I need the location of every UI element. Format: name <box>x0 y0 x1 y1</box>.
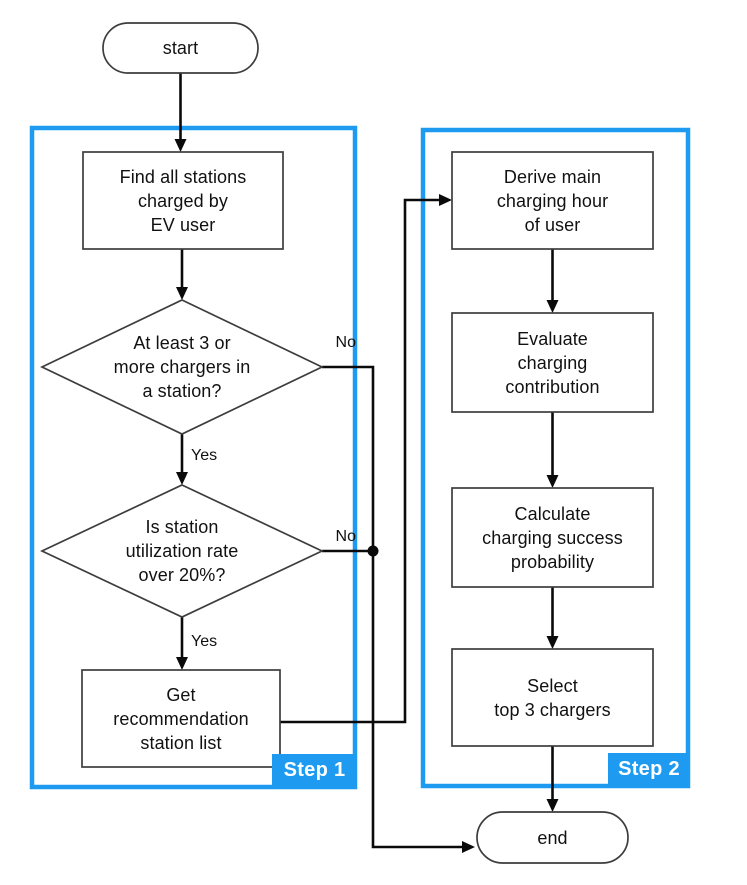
edge-no-bypass-to-end <box>322 365 463 849</box>
evaluate-contribution-shape <box>451 312 654 413</box>
derive-hour-shape <box>451 151 654 250</box>
utilization-decision-diamond <box>40 484 324 618</box>
step2-tag: Step 2 <box>608 753 690 786</box>
utilization-no-label: No <box>335 528 356 545</box>
end-node-shape <box>476 811 629 864</box>
find-stations-label: Find all stations charged by EV user <box>119 166 247 235</box>
utilization-yes-label: Yes <box>191 633 218 650</box>
arrowhead-into-chargers-decision <box>176 287 188 300</box>
evaluate-contribution-label: Evaluate charging contribution <box>505 328 600 397</box>
calculate-probability-shape <box>451 487 654 588</box>
arrowheads <box>174 139 559 853</box>
calculate-probability-label: Calculate charging success probability <box>482 503 623 572</box>
step1-group-border <box>29 125 358 790</box>
step1-tag: Step 1 <box>272 754 357 787</box>
arrowhead-into-utilization-decision <box>176 472 188 485</box>
no-paths-junction-dot <box>367 545 379 557</box>
select-chargers-label: Select top 3 chargers <box>494 675 611 720</box>
step2-group-border <box>420 127 691 789</box>
chargers-yes-label: Yes <box>191 447 218 464</box>
arrowhead-into-find <box>174 139 187 152</box>
chargers-no-label: No <box>335 334 356 351</box>
edge-getrec-to-derive <box>280 198 440 724</box>
arrowhead-into-derive <box>439 194 452 206</box>
utilization-decision-label: Is station utilization rate over 20%? <box>125 517 239 585</box>
get-recommendation-shape <box>81 669 281 768</box>
edges <box>179 73 554 849</box>
node-shapes <box>40 22 654 864</box>
arrowhead-into-get-recommendation <box>176 657 188 670</box>
arrowhead-into-evaluate <box>546 300 559 313</box>
chargers-decision-diamond <box>40 299 324 435</box>
derive-hour-label: Derive main charging hour of user <box>496 166 609 235</box>
chargers-decision-label: At least 3 or more chargers in a station… <box>113 333 251 401</box>
arrowhead-into-calculate <box>546 475 559 488</box>
start-node-shape <box>102 22 259 74</box>
arrowhead-into-end-left <box>462 841 475 853</box>
arrowhead-into-select <box>546 636 559 649</box>
end-node-label: end <box>537 827 568 848</box>
select-chargers-shape <box>451 648 654 747</box>
get-recommendation-label: Get recommendation station list <box>113 684 249 753</box>
start-node-label: start <box>162 38 199 58</box>
arrowhead-into-end-top <box>546 799 559 812</box>
find-stations-shape <box>82 151 284 250</box>
